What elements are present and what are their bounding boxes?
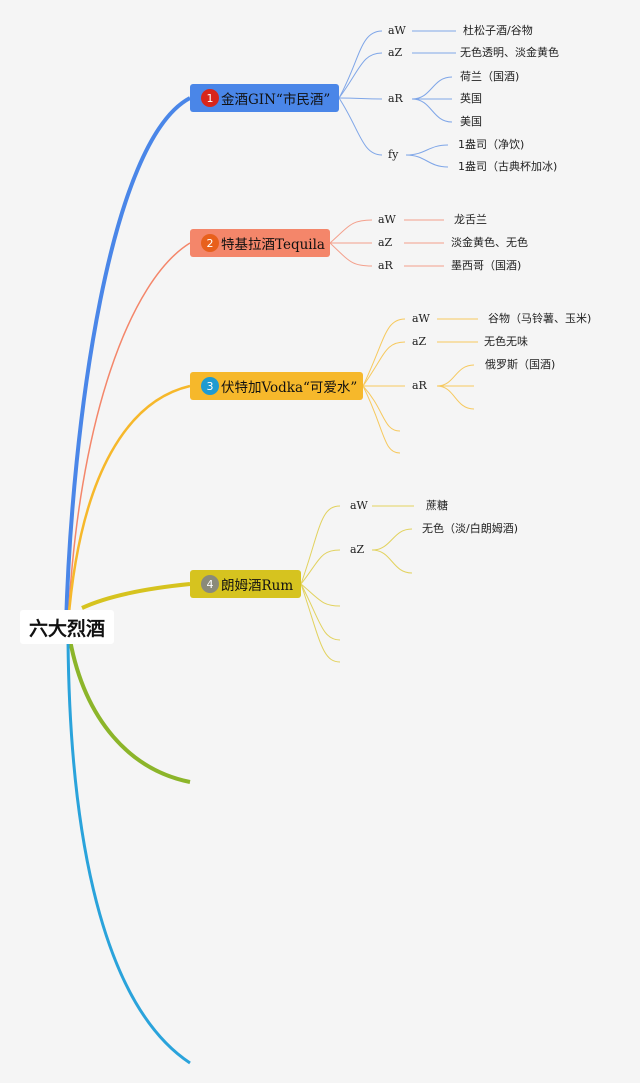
gin-leaf-usa[interactable]: 美国 bbox=[460, 115, 482, 128]
number-badge: 3 bbox=[201, 377, 219, 395]
tequila-key-az[interactable]: aZ bbox=[378, 236, 393, 249]
branch-rum[interactable]: 4 朗姆酒Rum bbox=[190, 570, 301, 598]
rum-subtree-lines bbox=[300, 505, 414, 663]
gin-leaf-color[interactable]: 无色透明、淡金黄色 bbox=[460, 46, 559, 59]
connector-root-to-gin bbox=[64, 96, 191, 626]
gin-leaf-netherlands[interactable]: 荷兰（国酒) bbox=[460, 70, 520, 83]
connector-root-to-branch5 bbox=[68, 639, 191, 784]
tequila-leaf-source[interactable]: 龙舌兰 bbox=[454, 213, 487, 226]
vodka-leaf-origin[interactable]: 俄罗斯（国酒) bbox=[485, 358, 556, 371]
rum-leaf-color[interactable]: 无色（淡/白朗姆酒) bbox=[422, 522, 518, 535]
connector-root-to-branch6 bbox=[66, 639, 191, 1065]
vodka-leaf-color[interactable]: 无色无味 bbox=[484, 335, 528, 348]
number-badge: 2 bbox=[201, 234, 219, 252]
tequila-subtree-lines bbox=[329, 219, 444, 267]
branch-gin-label: 金酒GIN“市民酒” bbox=[221, 92, 331, 108]
branch-vodka-label: 伏特加Vodka“可爱水” bbox=[221, 380, 358, 396]
connector-root-to-rum bbox=[81, 582, 191, 610]
gin-leaf-uk[interactable]: 英国 bbox=[460, 92, 482, 105]
vodka-key-az[interactable]: aZ bbox=[412, 335, 427, 348]
branch-gin[interactable]: 1 金酒GIN“市民酒” bbox=[190, 84, 339, 112]
gin-key-aw[interactable]: aW bbox=[388, 24, 406, 37]
branch-vodka[interactable]: 3 伏特加Vodka“可爱水” bbox=[190, 372, 363, 400]
vodka-leaf-source[interactable]: 谷物（马铃薯、玉米) bbox=[488, 312, 592, 325]
branch-rum-label: 朗姆酒Rum bbox=[221, 578, 294, 594]
gin-leaf-neat[interactable]: 1盎司（净饮) bbox=[458, 138, 525, 151]
gin-subtree-lines bbox=[338, 30, 456, 168]
rum-key-aw[interactable]: aW bbox=[350, 499, 368, 512]
tequila-leaf-origin[interactable]: 墨西哥（国酒) bbox=[451, 259, 522, 272]
gin-key-ar[interactable]: aR bbox=[388, 92, 403, 105]
gin-key-fy[interactable]: fy bbox=[388, 148, 399, 161]
connector-root-to-vodka bbox=[66, 384, 191, 626]
tequila-key-ar[interactable]: aR bbox=[378, 259, 393, 272]
rum-leaf-source[interactable]: 蔗糖 bbox=[426, 499, 448, 512]
rum-key-az[interactable]: aZ bbox=[350, 543, 365, 556]
vodka-key-ar[interactable]: aR bbox=[412, 379, 427, 392]
gin-leaf-source[interactable]: 杜松子酒/谷物 bbox=[463, 24, 533, 37]
gin-key-az[interactable]: aZ bbox=[388, 46, 403, 59]
branch-tequila[interactable]: 2 特基拉酒Tequila bbox=[190, 229, 330, 257]
connector-root-to-tequila bbox=[67, 242, 191, 626]
branch-tequila-label: 特基拉酒Tequila bbox=[221, 237, 325, 253]
number-badge: 1 bbox=[201, 89, 219, 107]
tequila-leaf-color[interactable]: 淡金黄色、无色 bbox=[451, 236, 528, 249]
root-node[interactable]: 六大烈酒 bbox=[20, 610, 114, 644]
number-badge: 4 bbox=[201, 575, 219, 593]
gin-leaf-rocks[interactable]: 1盎司（古典杯加冰) bbox=[458, 160, 558, 173]
vodka-key-aw[interactable]: aW bbox=[412, 312, 430, 325]
tequila-key-aw[interactable]: aW bbox=[378, 213, 396, 226]
vodka-subtree-lines bbox=[362, 318, 478, 454]
root-label: 六大烈酒 bbox=[28, 617, 105, 640]
